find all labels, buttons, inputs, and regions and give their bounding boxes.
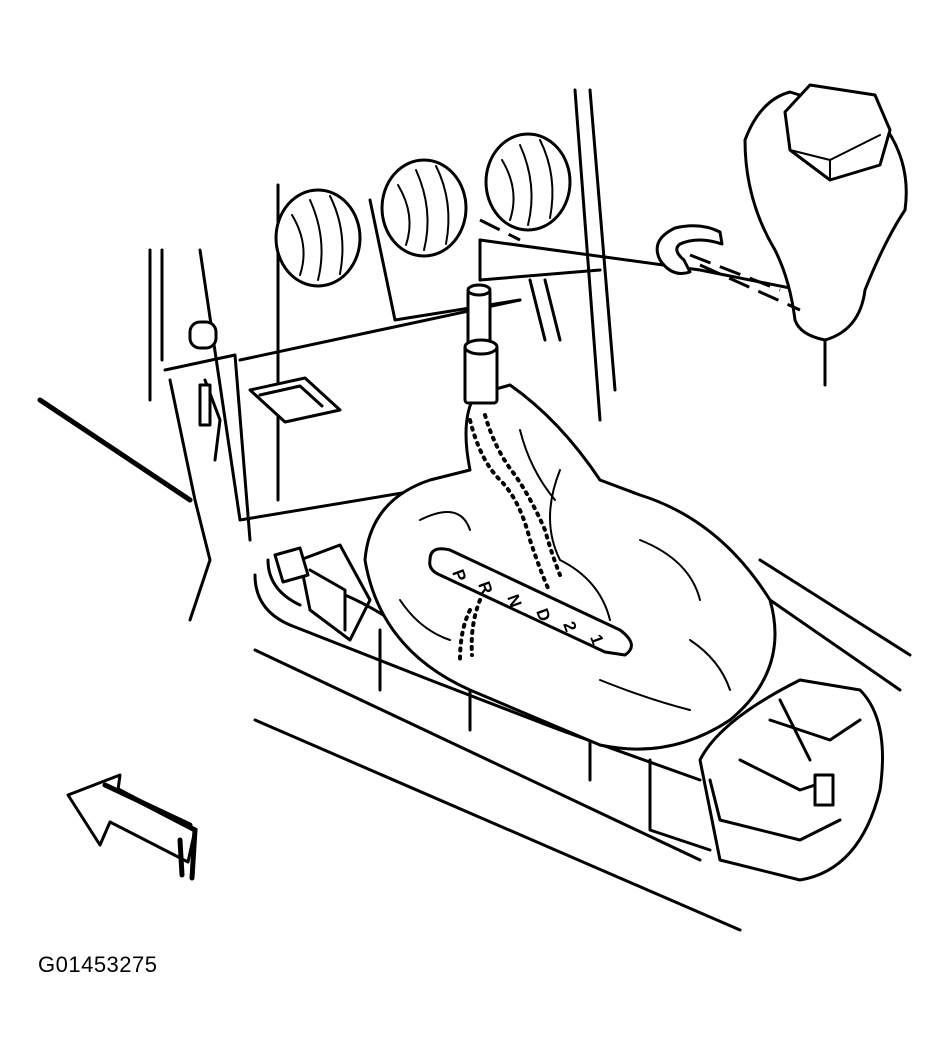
installation-guide-lines xyxy=(479,218,801,312)
retainer-clip-icon xyxy=(655,224,724,275)
control-knob-center xyxy=(380,158,468,258)
indicator-position-d: D xyxy=(532,606,554,624)
control-knob-right xyxy=(484,132,572,232)
shift-boot xyxy=(363,383,777,751)
console-bracket xyxy=(163,320,342,622)
shift-knob-icon xyxy=(743,83,908,342)
figure-id-label: G01453275 xyxy=(38,952,158,977)
shift-cable-bracket xyxy=(273,543,422,642)
hvac-control-knobs xyxy=(274,132,572,288)
indicator-position-n: N xyxy=(503,592,525,610)
shift-indicator-plate: P R N D 2 1 xyxy=(428,547,633,657)
panel-slot xyxy=(248,376,342,424)
shift-lever-shaft xyxy=(463,283,499,405)
front-direction-arrow-icon xyxy=(66,773,198,881)
indicator-position-r: R xyxy=(474,579,496,597)
bolt-icon xyxy=(188,320,218,350)
instrument-panel xyxy=(37,88,827,522)
control-knob-left xyxy=(274,188,362,288)
floor-console xyxy=(253,558,912,932)
